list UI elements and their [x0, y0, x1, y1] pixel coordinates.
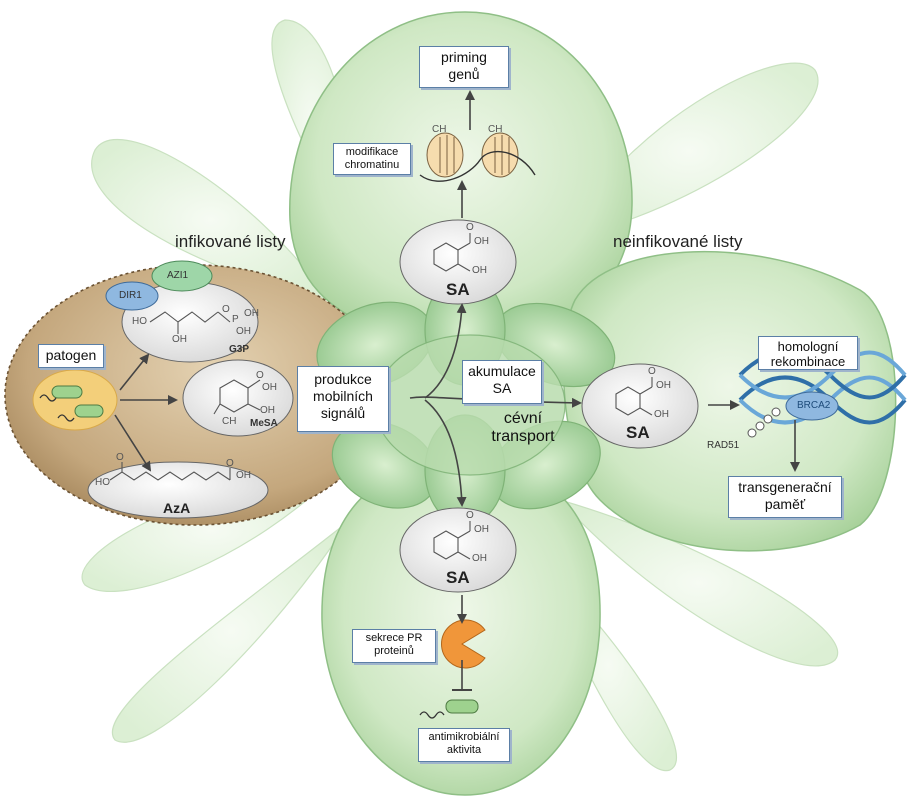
- pathogen-bacteria-icon: [39, 385, 104, 422]
- mesa-oh2-label: OH: [260, 405, 275, 416]
- g3p-ho-label: HO: [132, 316, 147, 327]
- mesa-oval: [182, 359, 294, 437]
- g3p-oh3-label: OH: [236, 326, 251, 337]
- right-sa-oh2-label: OH: [654, 409, 669, 420]
- bottom-sa-o-label: O: [466, 510, 474, 521]
- right-sa-bonds: [639, 377, 653, 416]
- mesa-o-label: O: [256, 370, 264, 381]
- right-sa-label: SA: [626, 423, 650, 442]
- accumulation-box: akumulace SA: [462, 360, 542, 404]
- brca2-label: BRCA2: [797, 400, 831, 411]
- g3p-structure: [149, 311, 231, 334]
- aza-oh-label: OH: [236, 470, 251, 481]
- mesa-ch3-label: CH: [222, 416, 237, 427]
- antimicrobial-activity-box: antimikrobiální aktivita: [418, 728, 510, 762]
- pr-protein-icon: [441, 619, 486, 669]
- priming-box: priming genů: [419, 46, 509, 88]
- nucleosome-icon: [419, 132, 536, 182]
- bottom-sa-label: SA: [446, 568, 470, 587]
- ch3-label-b: CH: [488, 124, 503, 135]
- top-sa-bonds: [457, 233, 471, 272]
- bottom-sa-bonds: [457, 521, 471, 560]
- ch3-label-a: CH: [432, 124, 447, 135]
- g3p-oh-label: OH: [172, 334, 187, 345]
- homologous-recombination-box: homologní rekombinace: [758, 336, 858, 370]
- dir1-label: DIR1: [119, 290, 142, 301]
- right-sa-o-label: O: [648, 366, 656, 377]
- right-sa-oh-label: OH: [656, 380, 671, 391]
- aza-label: AzA: [163, 500, 191, 516]
- mesa-label: MeSA: [250, 418, 278, 429]
- rad51-beads-icon: [747, 407, 781, 438]
- aza-oval: [87, 461, 269, 519]
- dir1-protein: [105, 281, 159, 311]
- g3p-p-label: P: [232, 314, 239, 325]
- pathogen-label: patogen: [38, 344, 104, 368]
- pathogen-oval: [32, 369, 118, 431]
- top-sa-label: SA: [446, 280, 470, 299]
- arrows: [114, 90, 800, 691]
- azi1-protein: [151, 260, 213, 292]
- rad51-label: RAD51: [707, 440, 740, 451]
- transgenerational-memory-box: transgenerační paměť: [728, 476, 842, 518]
- mesa-structure: [213, 379, 261, 415]
- faint-leaf-bottom-left2: [112, 519, 351, 743]
- azi1-label: AZI1: [167, 270, 189, 281]
- top-sa-oh2-label: OH: [472, 265, 487, 276]
- chromatin-box: modifikace chromatinu: [333, 143, 411, 175]
- vascular-transport-label: cévní transport: [491, 410, 555, 445]
- infected-leaves-heading: infikované listy: [175, 232, 286, 251]
- bottom-sa-oh2-label: OH: [472, 553, 487, 564]
- g3p-o-label: O: [222, 304, 230, 315]
- aza-o1-label: O: [116, 452, 124, 463]
- top-sa-o-label: O: [466, 222, 474, 233]
- aza-ho-label: HO: [95, 477, 110, 488]
- faint-leaf-bottom-right: [558, 498, 838, 667]
- g3p-label: G3P: [229, 344, 250, 355]
- mobile-signals-box: produkce mobilních signálů: [297, 366, 389, 432]
- aza-structure: [109, 462, 231, 481]
- pr-proteins-box: sekrece PR proteinů: [352, 629, 436, 663]
- g3p-oh2-label: OH: [244, 308, 259, 319]
- antimicrobial-bacteria-icon: [419, 699, 479, 719]
- top-sa-oh-label: OH: [474, 236, 489, 247]
- mesa-oh-label: OH: [262, 382, 277, 393]
- bottom-sa-oh-label: OH: [474, 524, 489, 535]
- uninfected-leaves-heading: neinfikované listy: [613, 232, 743, 251]
- brca2-protein: [785, 391, 839, 421]
- aza-o2-label: O: [226, 458, 234, 469]
- faint-leaf-left-top: [91, 139, 332, 301]
